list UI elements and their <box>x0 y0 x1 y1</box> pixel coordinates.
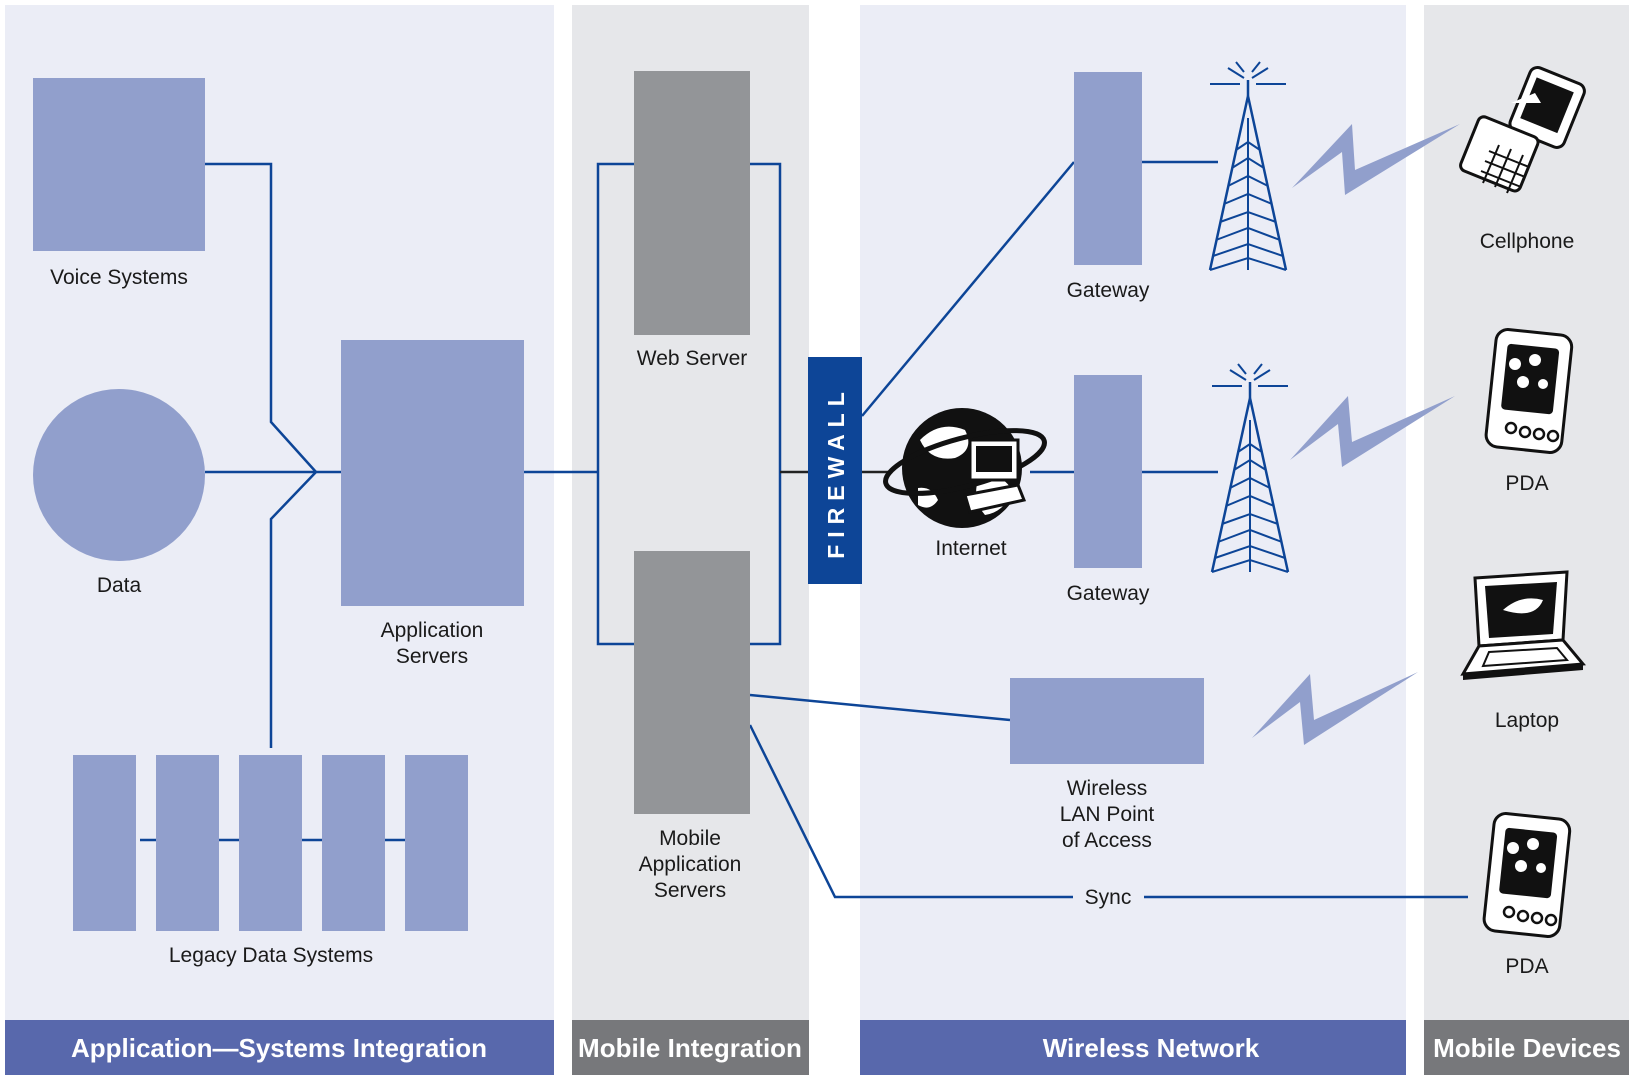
mobile-devices-title: Mobile Devices <box>1433 1033 1621 1063</box>
voice-systems-label: Voice Systems <box>50 266 188 289</box>
internet-globe-icon <box>883 408 1047 528</box>
gateway-mid-label: Gateway <box>1067 582 1150 605</box>
legacy-box <box>73 755 136 931</box>
wireless-lan-label-1: Wireless <box>1067 777 1148 800</box>
data-label: Data <box>97 574 142 597</box>
wireless-signal-icon <box>1290 396 1455 467</box>
mobile-application-servers-box <box>634 551 750 814</box>
mobile-app-servers-label-3: Servers <box>654 879 726 902</box>
web-server-box <box>634 71 750 335</box>
wireless-network-title: Wireless Network <box>1043 1033 1260 1063</box>
mobile-devices-header <box>1424 1020 1629 1075</box>
web-server-label: Web Server <box>637 347 748 370</box>
wireless-signal-icon <box>1252 672 1418 745</box>
pda-label-2: PDA <box>1505 955 1548 978</box>
cellphone-label: Cellphone <box>1480 230 1575 253</box>
app-integration-title: Application—Systems Integration <box>71 1033 487 1063</box>
legacy-box <box>156 755 219 931</box>
wireless-lan-box <box>1010 678 1204 764</box>
wireless-network-header <box>860 1020 1406 1075</box>
firewall-box <box>808 357 862 584</box>
connection-lines <box>140 160 1468 899</box>
gateway-mid-box <box>1074 375 1142 568</box>
application-servers-label-1: Application <box>381 619 484 642</box>
mobile-integration-header <box>572 1020 809 1075</box>
legacy-data-systems-label: Legacy Data Systems <box>169 944 373 967</box>
data-circle <box>33 389 205 561</box>
gateway-top-box <box>1074 72 1142 265</box>
voice-systems-box <box>33 78 205 251</box>
wireless-signal-icon <box>1292 124 1460 195</box>
application-servers-box <box>341 340 524 606</box>
legacy-box <box>239 755 302 931</box>
legacy-data-systems-group <box>73 755 468 931</box>
gateway-top-label: Gateway <box>1067 279 1150 302</box>
laptop-label: Laptop <box>1495 709 1559 732</box>
wireless-lan-label-3: of Access <box>1062 829 1152 852</box>
internet-label: Internet <box>935 537 1006 560</box>
app-integration-header <box>5 1020 554 1075</box>
mobile-app-servers-label-1: Mobile <box>659 827 721 850</box>
application-servers-label-2: Servers <box>396 645 468 668</box>
pda-label-1: PDA <box>1505 472 1548 495</box>
pda-icon <box>1483 326 1575 456</box>
mobile-integration-title: Mobile Integration <box>578 1033 802 1063</box>
legacy-box <box>322 755 385 931</box>
cellphone-icon <box>1459 65 1586 194</box>
laptop-icon <box>1460 570 1586 680</box>
sync-label: Sync <box>1085 886 1132 909</box>
mobile-app-servers-label-2: Application <box>639 853 742 876</box>
legacy-box <box>405 755 468 931</box>
wireless-lan-label-2: LAN Point <box>1060 803 1155 826</box>
firewall-label: FIREWALL <box>823 385 849 559</box>
pda-icon <box>1481 810 1573 940</box>
